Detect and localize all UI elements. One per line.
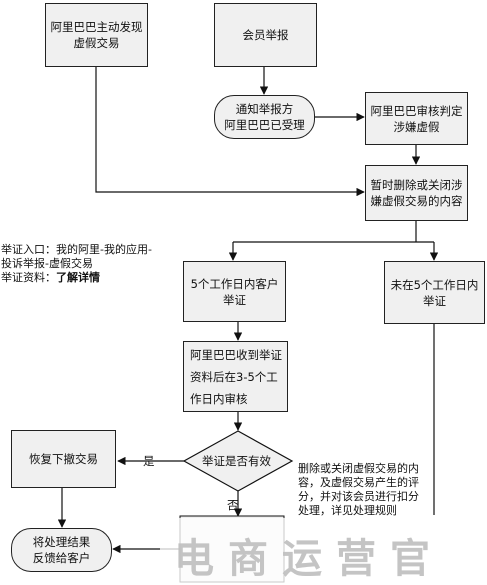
learn-more-link[interactable]: 了解详情: [56, 271, 100, 284]
node-alibaba-detect: 阿里巴巴主动发现 虚假交易: [45, 3, 148, 67]
arrow-detect-to-suspend: [95, 66, 365, 197]
node-notify-label: 通知举报方 阿里巴巴已受理: [224, 102, 305, 132]
yes-label: 是: [143, 454, 155, 468]
valid-decision-diamond: [182, 430, 294, 492]
node-restore: 恢复下撤交易: [11, 430, 116, 488]
node-feedback-label: 将处理结果 反馈给客户: [32, 535, 91, 565]
watermark: 电商运营官: [160, 518, 487, 585]
node-review: 阿里巴巴收到举证 资料后在3-5个工 作日内审核: [183, 341, 288, 412]
no-label: 否: [227, 498, 239, 512]
valid-question: 举证是否有效: [202, 454, 271, 468]
node-judge-label: 阿里巴巴审核判定 涉嫌虚假: [370, 103, 463, 134]
node-review-label: 阿里巴巴收到举证 资料后在3-5个工 作日内审核: [190, 347, 282, 406]
appeal-entry-note: 举证入口：我的阿里-我的应用- 投诉举报-虚假交易 举证资料：了解详情: [1, 243, 171, 285]
node-member-report: 会员举报: [214, 3, 317, 67]
node-feedback: 将处理结果 反馈给客户: [11, 528, 112, 572]
node-suspend: 暂时删除或关闭涉 嫌虚假交易的内容: [365, 165, 468, 221]
node-appeal-5days: 5个工作日内客户 举证: [183, 261, 286, 322]
node-notify: 通知举报方 阿里巴巴已受理: [214, 95, 315, 139]
node-no-appeal: 未在5个工作日内 举证: [384, 261, 485, 324]
node-alibaba-detect-label: 阿里巴巴主动发现 虚假交易: [50, 20, 143, 50]
node-delete-close-label: 删除或关闭虚假交易的内 容，及虚假交易产生的评 分，并对该会员进行扣分 处理，详…: [298, 462, 419, 517]
node-judge: 阿里巴巴审核判定 涉嫌虚假: [365, 92, 468, 145]
watermark-text: 电商运营官: [174, 536, 444, 582]
appeal-entry-text: 举证入口：我的阿里-我的应用- 投诉举报-虚假交易 举证资料：: [1, 243, 152, 284]
node-suspend-label: 暂时删除或关闭涉 嫌虚假交易的内容: [370, 178, 463, 208]
node-restore-label: 恢复下撤交易: [29, 452, 98, 466]
node-member-report-label: 会员举报: [242, 28, 289, 42]
node-appeal-5days-label: 5个工作日内客户 举证: [190, 276, 279, 307]
watermark-veil: [160, 518, 487, 585]
node-delete-close: 删除或关闭虚假交易的内 容，及虚假交易产生的评 分，并对该会员进行扣分 处理，详…: [298, 462, 432, 518]
node-no-appeal-label: 未在5个工作日内 举证: [390, 277, 479, 308]
